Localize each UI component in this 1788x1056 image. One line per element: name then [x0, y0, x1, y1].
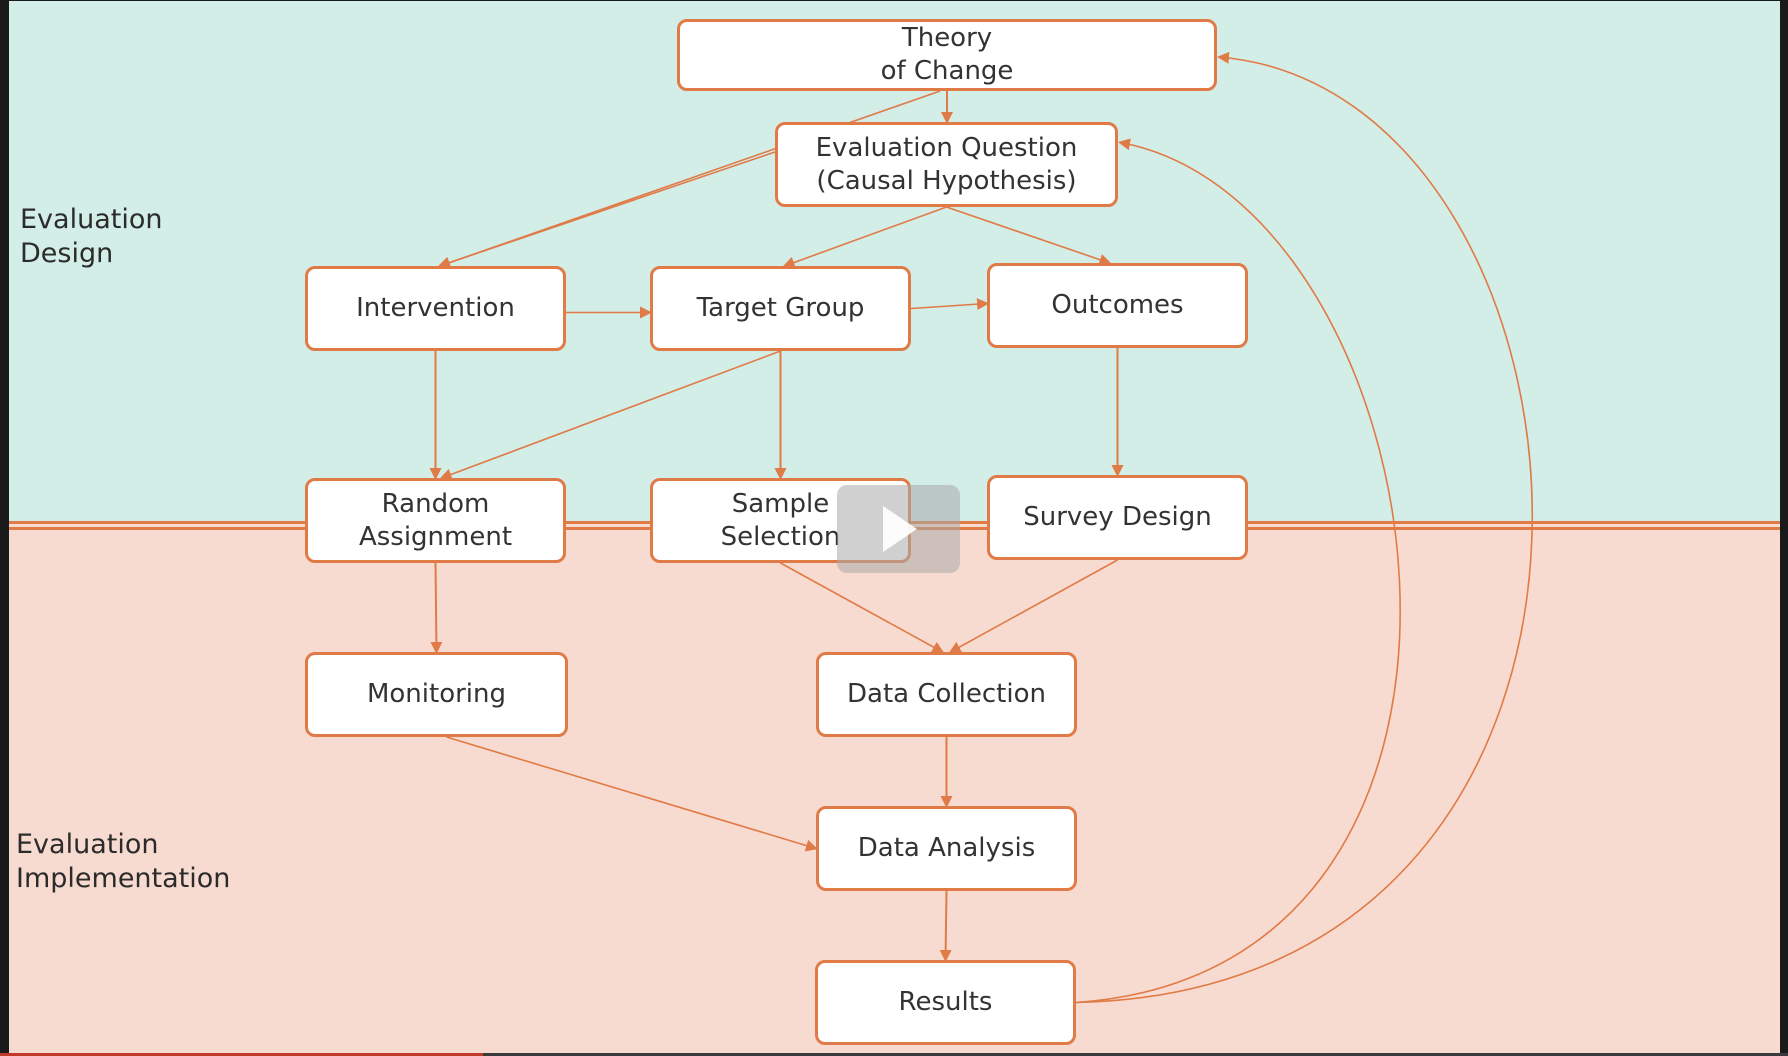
video-progress-bar[interactable] [0, 1053, 1788, 1056]
outcomes-node: Outcomes [987, 263, 1248, 348]
video-progress-fill [0, 1053, 483, 1056]
monitoring-node: Monitoring [305, 652, 568, 737]
evaluation-implementation-label: Evaluation Implementation [16, 829, 231, 894]
results-node: Results [815, 960, 1076, 1045]
evaluation-design-label: Evaluation Design [20, 204, 163, 269]
video-play-button[interactable] [837, 485, 960, 573]
play-icon [882, 506, 917, 552]
evaluation-question-node: Evaluation Question (Causal Hypothesis) [775, 122, 1118, 207]
data-collection-node: Data Collection [816, 652, 1077, 737]
intervention-node: Intervention [305, 266, 566, 351]
survey-design-node: Survey Design [987, 475, 1248, 560]
target-group-node: Target Group [650, 266, 911, 351]
data-analysis-node: Data Analysis [816, 806, 1077, 891]
theory-of-change-node: Theory of Change [677, 19, 1217, 91]
random-assignment-node: Random Assignment [305, 478, 566, 563]
